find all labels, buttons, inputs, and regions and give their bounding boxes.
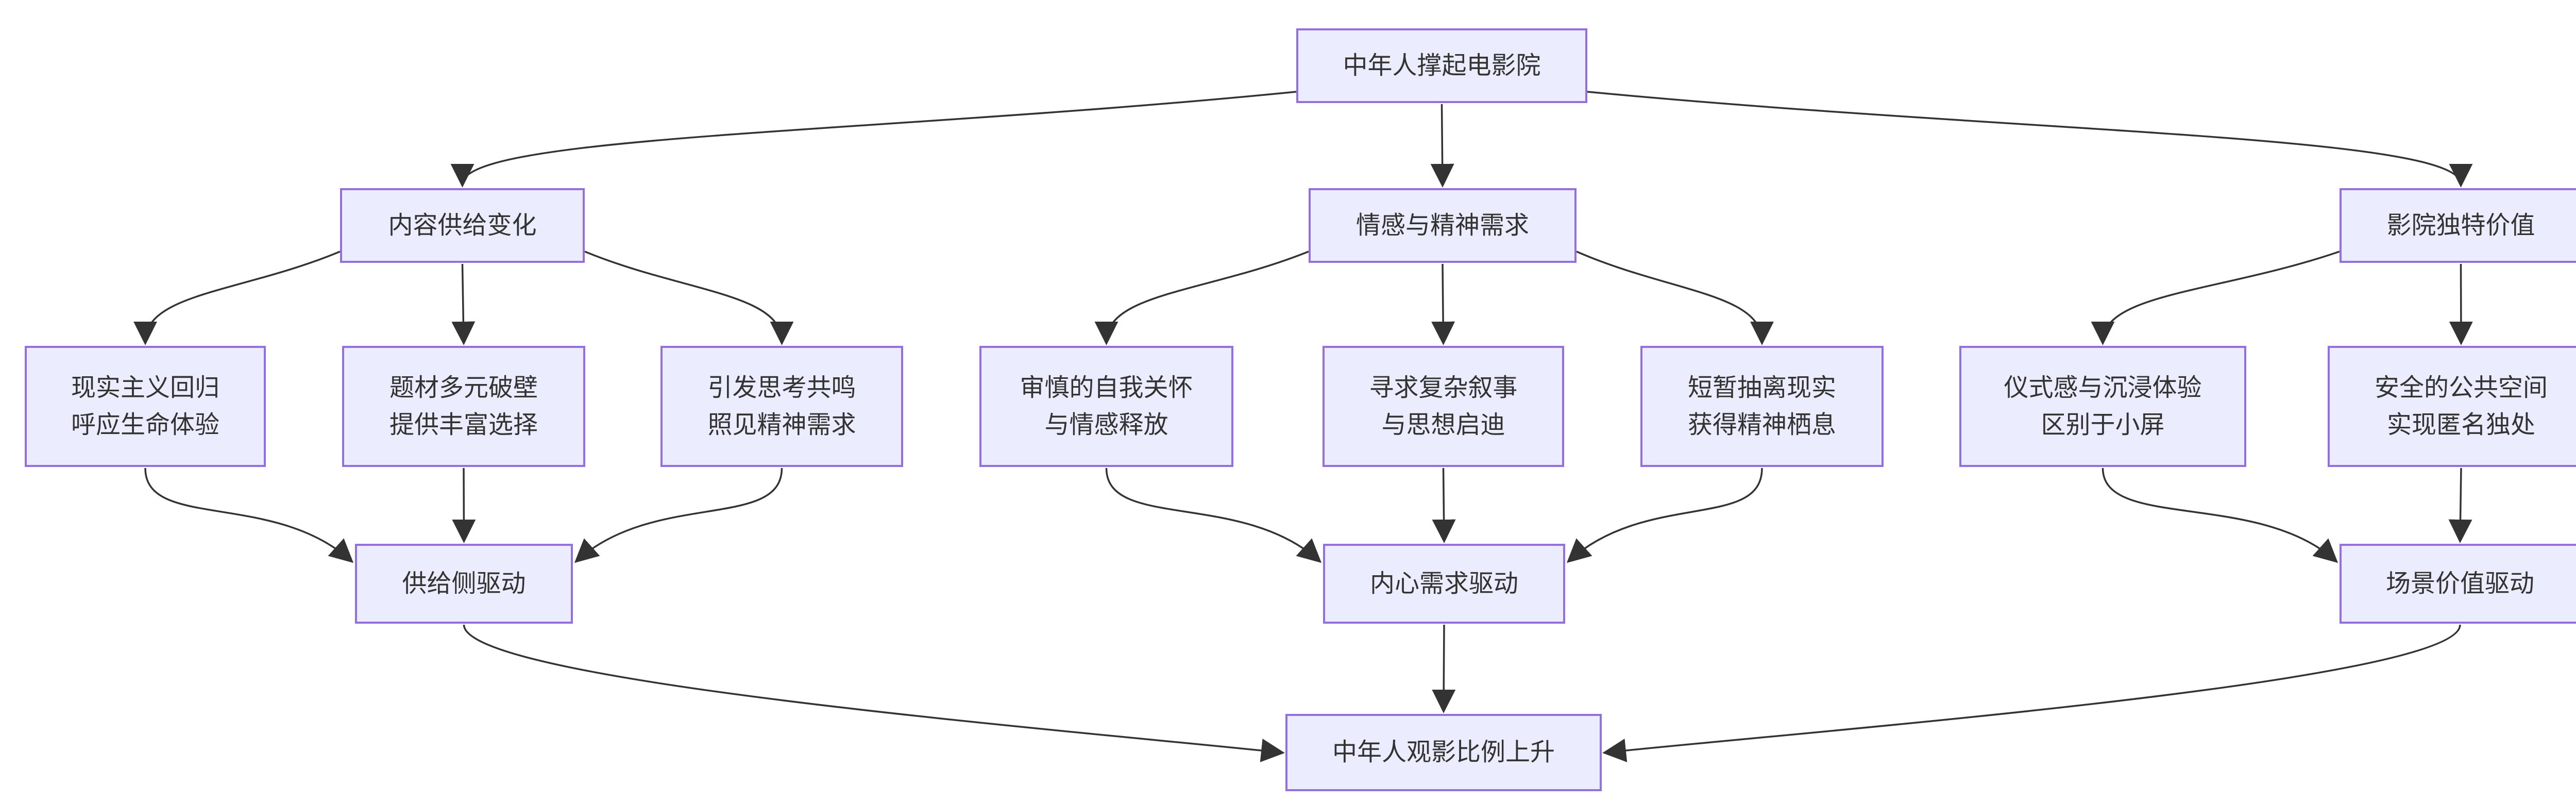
node-thought-resonance: 引发思考共鸣照见精神需求 xyxy=(660,346,903,467)
node-realism-return: 现实主义回归呼应生命体验 xyxy=(25,346,266,467)
node-label-line: 照见精神需求 xyxy=(707,411,856,439)
edge-content-supply-to-diverse-themes xyxy=(451,263,476,345)
node-inner-need-driven: 内心需求驱动 xyxy=(1323,544,1565,624)
node-label-line: 内心需求驱动 xyxy=(1369,570,1518,597)
node-supply-driven: 供给侧驱动 xyxy=(355,544,573,624)
edge-root-to-cinema-value xyxy=(1587,91,2473,188)
node-diverse-themes: 题材多元破壁提供丰富选择 xyxy=(342,346,585,467)
node-root: 中年人撑起电影院 xyxy=(1296,28,1587,103)
edge-content-supply-to-thought-resonance xyxy=(584,251,794,345)
node-safe-space: 安全的公共空间实现匿名独处 xyxy=(2328,346,2576,467)
edge-emotional-needs-to-complex-narrative xyxy=(1431,263,1455,345)
node-label-line: 与情感释放 xyxy=(1044,411,1168,439)
edge-realism-return-to-supply-driven xyxy=(144,468,354,563)
node-label-line: 场景价值驱动 xyxy=(2385,570,2534,597)
edge-thought-resonance-to-supply-driven xyxy=(574,468,783,563)
node-scene-value-driven: 场景价值驱动 xyxy=(2340,544,2576,624)
node-label-line: 区别于小屏 xyxy=(2041,411,2165,439)
node-label-line: 中年人撑起电影院 xyxy=(1343,52,1541,79)
node-label-line: 引发思考共鸣 xyxy=(707,374,856,402)
edge-complex-narrative-to-inner-need-driven xyxy=(1432,468,1456,543)
node-label-line: 供给侧驱动 xyxy=(402,570,526,597)
node-escape-reality: 短暂抽离现实获得精神栖息 xyxy=(1640,346,1884,467)
node-emotional-needs: 情感与精神需求 xyxy=(1309,188,1577,263)
node-label-line: 中年人观影比例上升 xyxy=(1332,739,1555,766)
node-label-line: 安全的公共空间 xyxy=(2374,374,2548,402)
node-label-line: 题材多元破壁 xyxy=(389,374,538,402)
edge-supply-driven-to-result xyxy=(463,624,1285,762)
edge-cinema-value-to-safe-space xyxy=(2449,263,2473,345)
edge-content-supply-to-realism-return xyxy=(133,251,341,345)
node-self-care: 审慎的自我关怀与情感释放 xyxy=(979,346,1233,467)
node-result: 中年人观影比例上升 xyxy=(1285,714,1602,791)
node-cinema-value: 影院独特价值 xyxy=(2340,188,2576,263)
node-label-line: 现实主义回归 xyxy=(71,374,219,402)
node-label-line: 获得精神栖息 xyxy=(1687,411,1836,439)
node-label-line: 短暂抽离现实 xyxy=(1687,374,1836,402)
edge-root-to-content-supply xyxy=(450,91,1297,188)
node-label-line: 仪式感与沉浸体验 xyxy=(2004,374,2202,402)
edge-ritual-immersion-to-scene-value-driven xyxy=(2102,468,2338,563)
edge-emotional-needs-to-escape-reality xyxy=(1576,251,1774,345)
edge-root-to-emotional-needs xyxy=(1430,104,1454,188)
edge-self-care-to-inner-need-driven xyxy=(1105,468,1322,563)
node-label-line: 与思想启迪 xyxy=(1381,411,1505,439)
node-label-line: 审慎的自我关怀 xyxy=(1020,374,1193,402)
edge-safe-space-to-scene-value-driven xyxy=(2448,468,2472,543)
node-complex-narrative: 寻求复杂叙事与思想启迪 xyxy=(1323,346,1564,467)
edge-escape-reality-to-inner-need-driven xyxy=(1566,468,1763,563)
node-label-line: 呼应生命体验 xyxy=(71,411,219,439)
node-label-line: 情感与精神需求 xyxy=(1355,211,1529,239)
node-label-line: 实现匿名独处 xyxy=(2386,411,2535,439)
node-label-line: 寻求复杂叙事 xyxy=(1369,374,1518,402)
node-label-line: 影院独特价值 xyxy=(2386,211,2535,239)
node-label-line: 内容供给变化 xyxy=(388,211,537,239)
node-ritual-immersion: 仪式感与沉浸体验区别于小屏 xyxy=(1959,346,2246,467)
edge-emotional-needs-to-self-care xyxy=(1094,251,1309,345)
edge-cinema-value-to-ritual-immersion xyxy=(2091,251,2340,345)
node-content-supply: 内容供给变化 xyxy=(340,188,585,263)
edge-scene-value-driven-to-result xyxy=(1602,624,2461,762)
node-label-line: 提供丰富选择 xyxy=(389,411,538,439)
